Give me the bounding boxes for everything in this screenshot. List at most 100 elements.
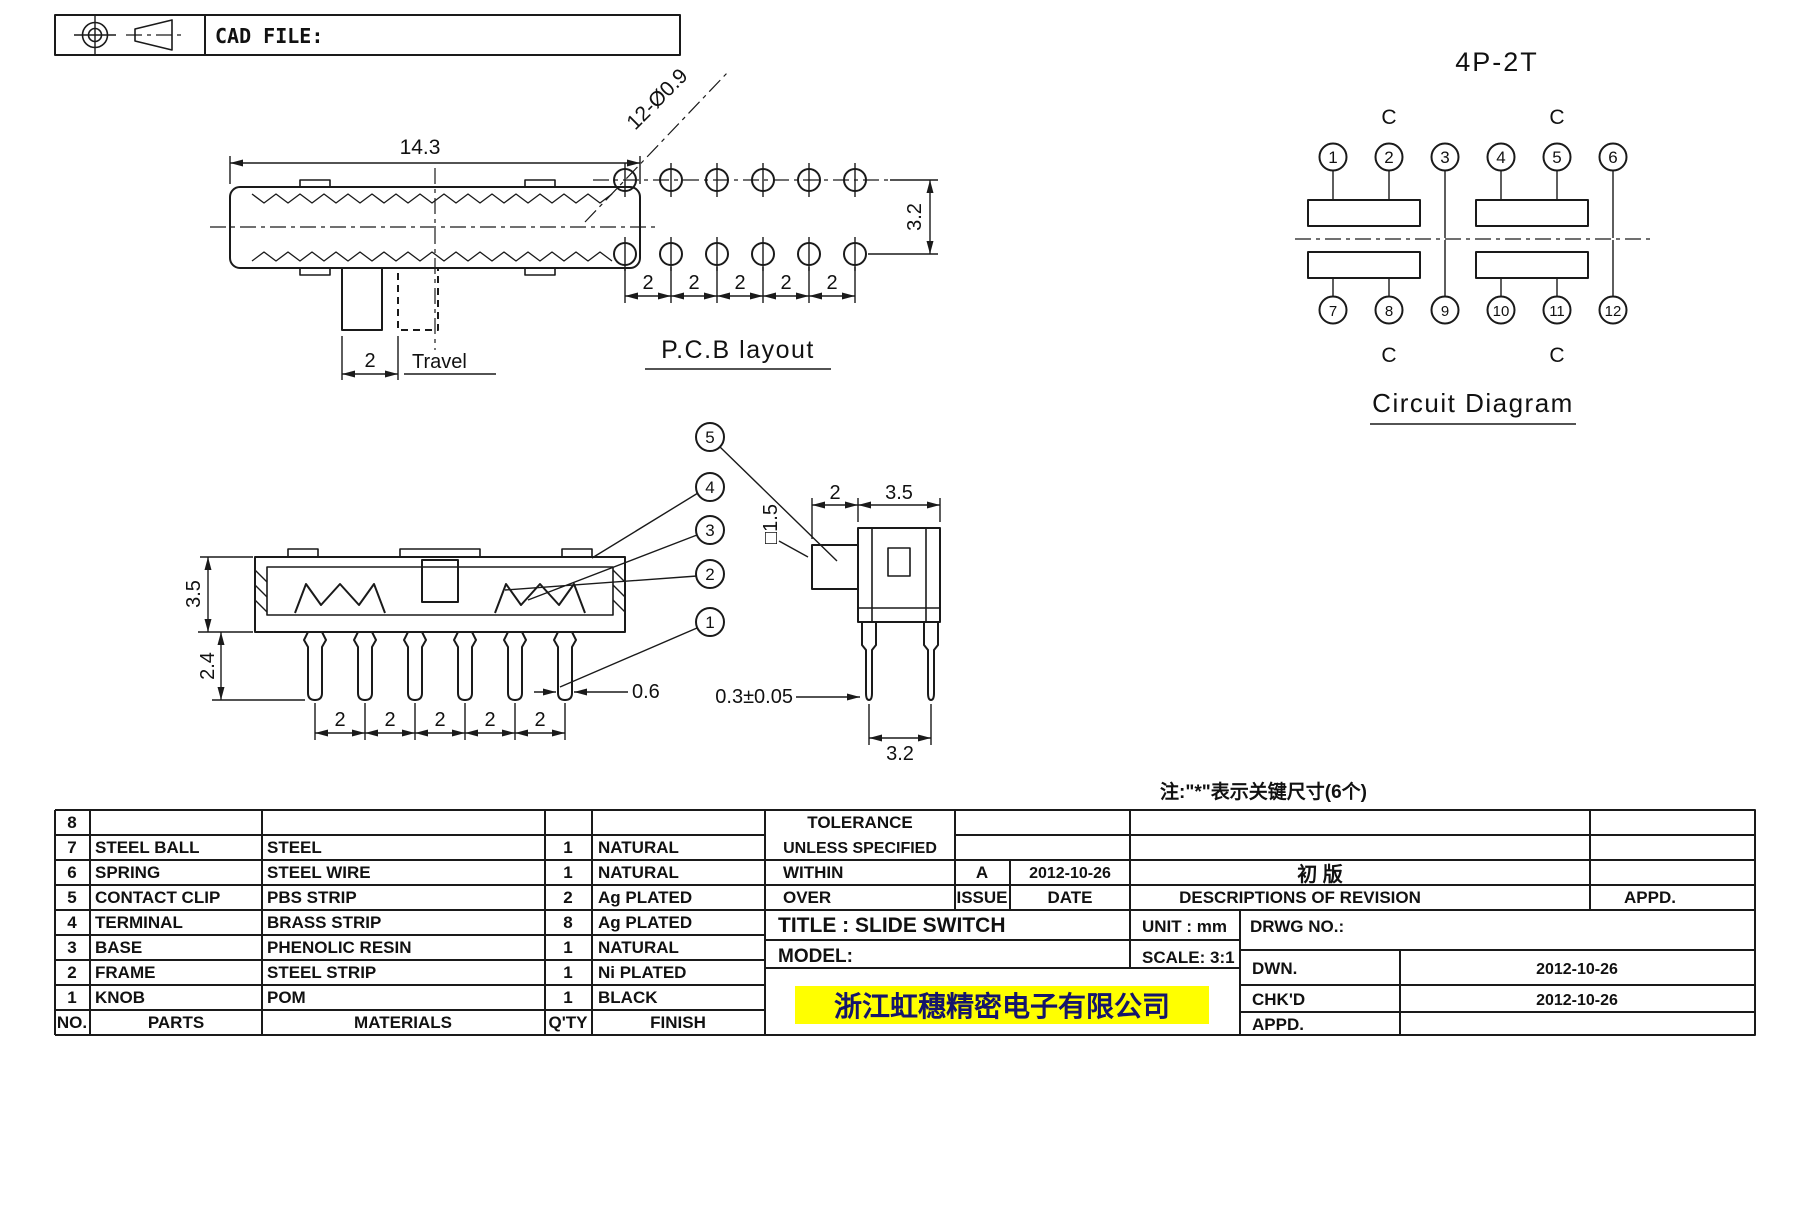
header-qty: Q'TY [549,1013,589,1032]
header-parts: PARTS [148,1013,204,1032]
travel-text: Travel [412,351,467,373]
common-label-top-right: C [1549,106,1564,129]
contact-clip-left [294,583,386,614]
part-qty: 1 [563,838,572,857]
cad-file-box: CAD FILE: [54,14,681,56]
knob-solid [341,267,383,331]
side-slot [887,547,911,577]
frame-hatching [254,569,626,613]
circuit-terminals-top: 1 2 3 4 5 6 [1318,142,1628,172]
part-no: 2 [67,963,76,982]
pitch-label: 2 [688,272,699,294]
part-material: POM [267,988,306,1007]
chkd-date: 2012-10-26 [1536,992,1618,1009]
pin-pitch-label: 2 [434,709,445,731]
part-finish: BLACK [598,988,658,1007]
chkd-label: CHK'D [1252,990,1305,1009]
issue-value: A [976,863,988,882]
knob-travel-position [397,267,439,331]
side-knob [811,544,859,590]
terminal-pins [303,631,577,701]
terminal-number: 2 [1384,148,1393,167]
header-finish: FINISH [650,1013,706,1032]
dim-span-label: 3.2 [886,743,914,765]
terminal-number: 7 [1329,303,1337,320]
appd-header: APPD. [1624,888,1676,907]
pcb-centerlines [584,71,890,223]
part-no: 4 [67,913,77,932]
part-no: 3 [67,938,76,957]
title-block: TOLERANCE UNLESS SPECIFIED WITHIN OVER A… [765,809,1756,1036]
terminal-number: 1 [1328,148,1337,167]
spring-zigzag-top [251,193,613,204]
pcb-caption: P.C.B layout [661,336,815,364]
contact-clip-right [494,583,586,614]
pitch-label: 2 [642,272,653,294]
issue-label: ISSUE [956,888,1007,907]
part-name: TERMINAL [95,913,183,932]
part-finish: Ni PLATED [598,963,686,982]
part-qty: 1 [563,988,572,1007]
contact-bar [1307,199,1421,227]
dim-width-label: 14.3 [400,136,441,159]
terminal-number: 6 [1608,148,1617,167]
part-material: BRASS STRIP [267,913,381,932]
square-leader [778,540,809,558]
pitch-label: 2 [734,272,745,294]
pin-pitch-label: 2 [334,709,345,731]
terminal-number: 11 [1549,303,1565,320]
part-name: BASE [95,938,142,957]
common-label-bottom-left: C [1381,344,1396,367]
callout-balloons: 5 4 3 2 1 [504,422,838,688]
part-no: 6 [67,863,76,882]
circuit-diagram: 4P-2T C C 1 2 3 4 5 6 [1295,47,1650,425]
part-no: 8 [67,813,76,832]
part-finish: NATURAL [598,863,679,882]
terminal-number: 10 [1493,303,1510,320]
side-pins [861,622,939,701]
dim-row-gap-label: 3.2 [904,203,926,231]
pitch-label: 2 [826,272,837,294]
cad-file-box-frame [54,14,681,56]
part-no: 7 [67,838,76,857]
side-body-outline [857,527,941,623]
parts-table: 8 7 STEEL BALL STEEL 1 NATURAL 6 SPRING … [54,809,766,1036]
part-qty: 1 [563,863,572,882]
hole-center-ticks [624,163,856,271]
part-name: STEEL BALL [95,838,200,857]
circuit-caption: Circuit Diagram [1372,388,1574,418]
side-view: 2 3.5 □1.5 0.3±0.05 3.2 [715,482,941,765]
top-view-centerlines [210,168,660,350]
company-highlight [795,986,1209,1024]
front-body-tabs [287,548,593,557]
top-terminal-leads [1332,171,1614,238]
callout-number: 4 [705,478,714,497]
within-label: WITHIN [783,863,843,882]
part-material: STEEL STRIP [267,963,376,982]
pcb-layout: 12-Ø0.9 3.2 2 2 2 2 2 P.C.B [584,64,938,370]
dim-travel-label: 2 [364,350,375,372]
title-block-grid [765,809,1756,1036]
unit-label: UNIT : mm [1142,917,1227,936]
dim-knob-label: 2 [829,482,840,504]
dim-body-height-label: 3.5 [183,580,205,608]
scale-label: SCALE: 3:1 [1142,948,1235,967]
dim-pin-thickness-label: 0.3±0.05 [715,686,793,708]
circuit-type-label: 4P-2T [1455,47,1539,77]
hole-callout-label: 12-Ø0.9 [622,64,692,134]
key-dimension-note: 注:"*"表示关键尺寸(6个) [1160,780,1367,803]
body-tabs [299,179,556,276]
span-extension-lines [868,704,932,745]
part-qty: 2 [563,888,572,907]
part-finish: NATURAL [598,838,679,857]
part-name: SPRING [95,863,160,882]
side-top-extension-lines [811,498,941,539]
pin-pitch-extension-lines [314,703,566,740]
model-label: MODEL: [778,946,853,967]
contact-bar [1475,251,1589,279]
callout-leaders [504,446,838,688]
terminal-number: 5 [1552,148,1561,167]
row-gap-extension-lines [868,179,938,255]
